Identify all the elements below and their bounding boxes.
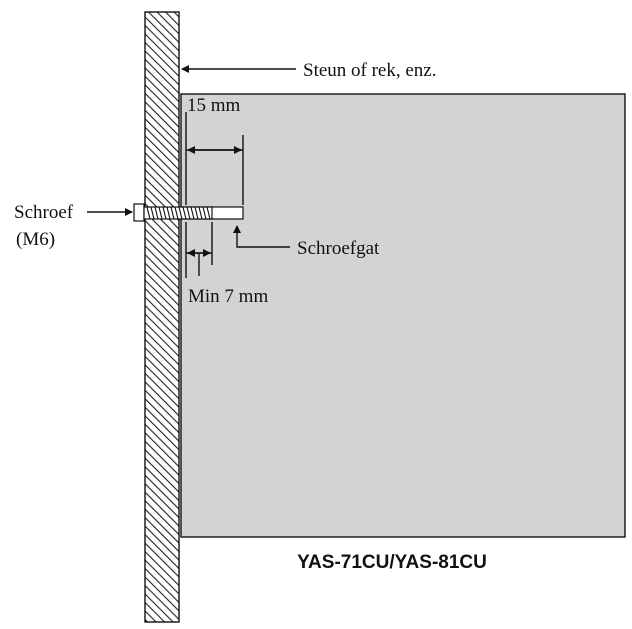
screw-hole-label: Schroefgat — [297, 238, 380, 259]
screw-shaft — [143, 206, 213, 220]
speaker-panel — [180, 93, 626, 538]
dimension-15mm — [185, 112, 244, 205]
dimension-min7mm-label: Min 7 mm — [188, 286, 268, 307]
wall-support — [144, 11, 180, 623]
dimension-min7mm — [185, 222, 213, 278]
screw-head — [133, 203, 145, 222]
model-caption: YAS-71CU/YAS-81CU — [297, 552, 487, 573]
screw-label-line2: (M6) — [16, 229, 55, 250]
screw-hole-leader — [233, 225, 290, 248]
screw-label-line1: Schroef — [14, 202, 74, 223]
support-label: Steun of rek, enz. — [303, 60, 436, 81]
dimension-15mm-label: 15 mm — [187, 95, 241, 116]
